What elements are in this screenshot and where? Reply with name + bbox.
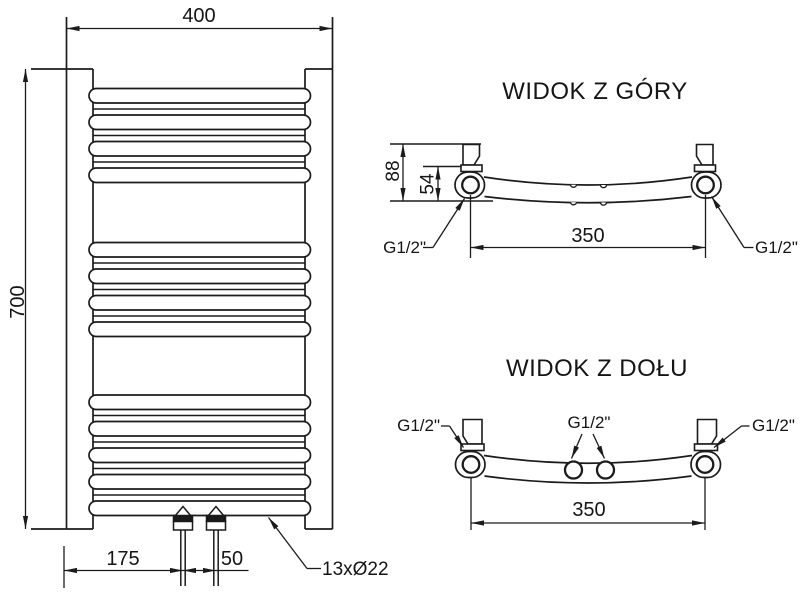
radiator-left-rail [31,17,94,530]
right-collar-bottom [690,450,722,479]
tube [88,321,312,338]
tube [88,294,312,311]
bowed-tube-bottom [483,454,693,484]
tube [88,500,312,517]
bottom-view [441,418,750,530]
tube [88,167,312,184]
tube [88,114,312,131]
top-right-thread-leader [710,196,754,249]
tube-count-leader [267,517,321,570]
center-connection-right [595,460,616,480]
right-bracket-bottom [693,418,719,452]
bottom-view-title: WIDOK Z DOŁU [506,355,688,382]
tube [88,241,312,258]
valve-left [172,505,194,586]
top-connection-spacing-dimension [469,195,707,258]
bottom-connection-spacing-dimension [470,478,706,530]
bottom-left-thread-label: G1/2" [397,416,440,435]
total-depth-value: 88 [383,160,404,181]
bottom-center-thread-leader [570,433,606,459]
left-bracket-bottom [460,418,485,452]
tube [88,268,312,285]
tube [88,87,312,104]
bottom-center-thread-label: G1/2" [568,413,611,432]
width-dimension-value: 400 [182,5,215,27]
left-collar-top [454,171,486,199]
top-view [390,143,754,258]
radiator-tubes [88,87,312,517]
tube [88,473,312,490]
right-bracket-top [693,143,717,173]
bottom-right-thread-leader [713,425,750,449]
tube [88,420,312,437]
top-left-thread-leader [423,198,466,249]
tube [88,447,312,464]
right-connection-circle [696,175,715,195]
left-collar-bottom [454,450,486,479]
top-left-thread-label: G1/2" [383,238,426,257]
left-bracket-top [460,143,483,173]
bowed-tube-top [483,176,693,206]
right-connection-circle-bottom [695,455,715,474]
front-view [22,17,334,588]
bottom-left-thread-leader [441,425,465,448]
tube-count-note: 13xØ22 [322,559,389,580]
valve-offset-dimension [63,546,183,588]
left-connection-circle-bottom [461,455,481,474]
top-view-title: WIDOK Z GÓRY [502,78,688,105]
valve-offset-value: 175 [106,548,139,570]
bottom-spacing-value: 350 [572,499,605,521]
center-connections [563,460,616,480]
top-spacing-value: 350 [571,225,604,247]
bottom-right-thread-label: G1/2" [752,416,795,435]
tube [88,140,312,157]
valve-right [205,505,227,586]
tube [88,394,312,411]
height-dimension-value: 700 [7,285,29,318]
left-connection-circle [461,175,480,195]
valve-spacing-value: 50 [221,548,243,570]
axis-depth-value: 54 [418,173,439,195]
center-connection-left [563,460,584,480]
top-right-thread-label: G1/2" [755,238,798,257]
tube-joint-lines [93,108,305,496]
right-collar-top [690,171,722,199]
